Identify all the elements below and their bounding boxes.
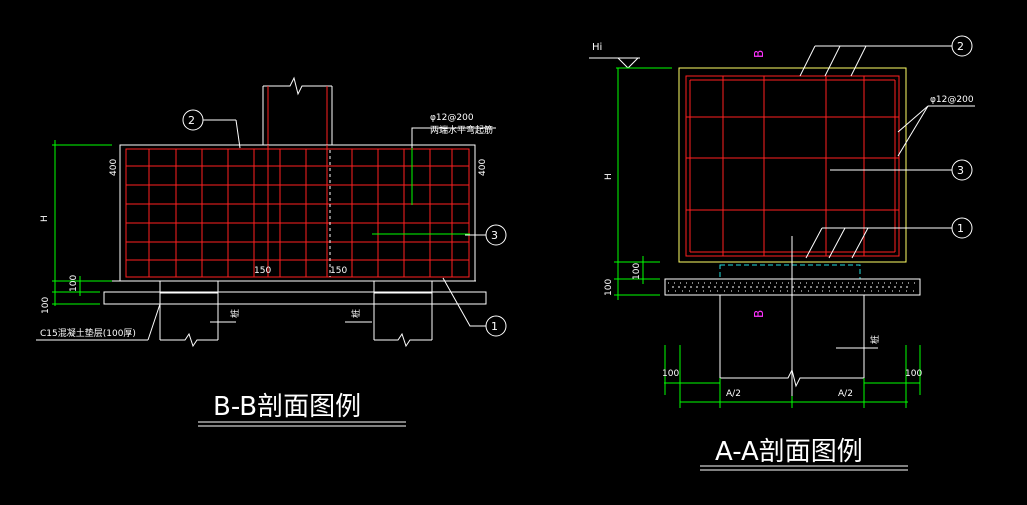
bb-callout-1 bbox=[442, 277, 507, 337]
aa-pile-mark: 桩 bbox=[869, 335, 881, 344]
aa-bottom-dimensions bbox=[664, 345, 921, 408]
bb-callout-3 bbox=[465, 224, 507, 246]
aa-pile bbox=[719, 295, 878, 388]
aa-cap-bottom-dashed bbox=[719, 264, 861, 280]
bb-rebar-leader bbox=[411, 127, 496, 205]
aa-half-a-left: A/2 bbox=[726, 389, 741, 399]
aa-half-a-right: A/2 bbox=[838, 389, 853, 399]
aa-callout-1 bbox=[805, 217, 973, 259]
bb-pile-mark-b: 桩 bbox=[350, 309, 362, 318]
bb-title: B-B剖面图例 bbox=[213, 392, 361, 422]
aa-hi-label: Hi bbox=[592, 42, 602, 53]
aa-dim-100-b: 100 bbox=[604, 279, 614, 296]
aa-callout-3 bbox=[830, 159, 973, 181]
bb-dim-400-right: 400 bbox=[478, 159, 488, 176]
aa-hi-marker bbox=[589, 57, 672, 69]
bb-callout-2-label: 2 bbox=[188, 114, 195, 127]
bb-cushion-note: C15混凝土垫层(100厚) bbox=[40, 327, 136, 339]
aa-section-b-bottom: B bbox=[752, 310, 766, 318]
aa-dim-100-right: 100 bbox=[905, 369, 922, 379]
bb-section bbox=[36, 76, 507, 348]
aa-rebar-grid bbox=[685, 75, 900, 257]
bb-dim-100-b: 100 bbox=[41, 297, 51, 314]
bb-callout-3-label: 3 bbox=[491, 229, 498, 242]
aa-dim-100-a: 100 bbox=[632, 263, 642, 280]
bb-dim-100-a: 100 bbox=[69, 275, 79, 292]
bb-cap-outline bbox=[119, 144, 476, 282]
aa-rebar-text: φ12@200 bbox=[930, 95, 974, 105]
aa-cap-outline bbox=[678, 67, 907, 263]
bb-cushion bbox=[103, 291, 487, 305]
bb-pile-mark-a: 桩 bbox=[229, 309, 241, 318]
aa-callout-2-label: 2 bbox=[957, 40, 964, 53]
aa-rebar-leader bbox=[897, 105, 975, 157]
bb-dim-400-left: 400 bbox=[109, 159, 119, 176]
aa-section bbox=[589, 35, 975, 408]
aa-callout-2 bbox=[799, 35, 973, 77]
bb-dim-150-a: 150 bbox=[254, 266, 271, 276]
bb-rebar-note: 两端水平弯起筋 bbox=[430, 124, 493, 136]
bb-callout-2 bbox=[182, 109, 241, 149]
bb-rebar-grid bbox=[125, 145, 470, 278]
bb-column bbox=[262, 76, 333, 145]
bb-piles bbox=[159, 280, 433, 348]
aa-callout-1-label: 1 bbox=[957, 222, 964, 235]
bb-rebar-text: φ12@200 bbox=[430, 113, 474, 123]
aa-left-dimensions bbox=[614, 68, 660, 300]
bb-dim-h: H bbox=[40, 215, 50, 222]
aa-dim-100-left: 100 bbox=[662, 369, 679, 379]
bb-callout-1-label: 1 bbox=[491, 320, 498, 333]
aa-section-b-top: B bbox=[752, 50, 766, 58]
aa-dim-h: H bbox=[604, 173, 614, 180]
bb-left-dimensions bbox=[52, 140, 112, 306]
bb-dim-150-b: 150 bbox=[330, 266, 347, 276]
aa-callout-3-label: 3 bbox=[957, 164, 964, 177]
aa-title: A-A剖面图例 bbox=[715, 437, 863, 467]
